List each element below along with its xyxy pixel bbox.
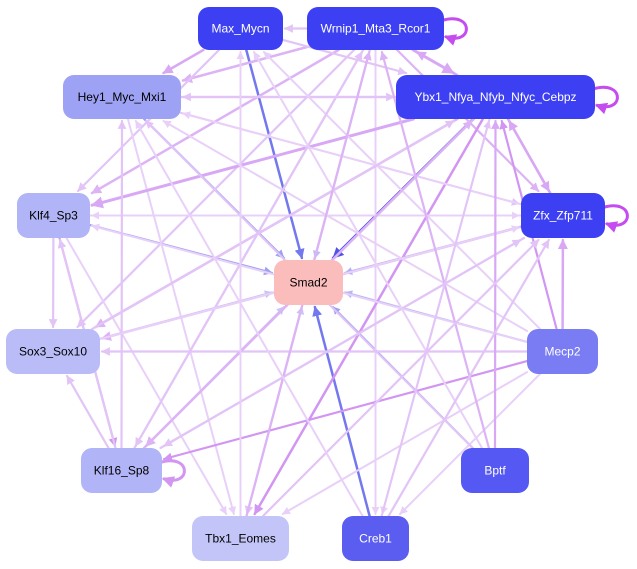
- edge-mecp2-to-tbx1: [281, 371, 528, 515]
- edge-mecp2-to-klf16: [162, 360, 529, 462]
- node-label: Sox3_Sox10: [19, 345, 87, 359]
- node-box: [521, 193, 605, 238]
- node-label: Klf4_Sp3: [29, 209, 78, 223]
- node-label: Creb1: [359, 532, 392, 546]
- node-label: Klf16_Sp8: [94, 464, 150, 478]
- edge-klf16-to-zfx: [159, 238, 522, 450]
- node-box: [274, 260, 343, 305]
- node-label: Smad2: [289, 276, 327, 290]
- edge-mecp2-to-hey1: [162, 120, 528, 332]
- node-tbx1[interactable]: Tbx1_Eomes: [192, 516, 289, 561]
- node-box: [461, 448, 529, 493]
- node-label: Mecp2: [544, 345, 580, 359]
- node-box: [307, 7, 444, 50]
- node-max_mycn[interactable]: Max_Mycn: [198, 7, 283, 50]
- self-loop-ybx1: [592, 85, 619, 115]
- node-box: [81, 448, 162, 493]
- node-box: [192, 516, 289, 561]
- node-box: [342, 516, 409, 561]
- edge-max_mycn-to-klf4: [76, 48, 221, 193]
- edge-zfx-to-hey1: [182, 111, 522, 206]
- self-loop-zfx: [602, 204, 629, 233]
- edge-mecp2-to-creb1: [399, 373, 541, 515]
- node-klf4[interactable]: Klf4_Sp3: [17, 193, 90, 238]
- node-bptf[interactable]: Bptf: [461, 448, 529, 493]
- edge-zfx-to-ybx1: [507, 119, 552, 195]
- node-zfx[interactable]: Zfx_Zfp711: [521, 193, 605, 238]
- edge-klf16-to-hey1: [117, 119, 127, 450]
- self-loops-layer: [159, 17, 629, 488]
- edge-creb1-to-zfx: [387, 238, 550, 518]
- node-label: Max_Mycn: [211, 22, 269, 36]
- node-box: [6, 329, 100, 374]
- edge-wrnip1-to-hey1: [181, 45, 309, 83]
- node-box: [198, 7, 283, 50]
- edge-bptf-to-wrnip1: [379, 50, 490, 450]
- node-label: Hey1_Myc_Mxi1: [78, 90, 167, 104]
- node-box: [63, 75, 181, 119]
- node-label: Ybx1_Nfya_Nfyb_Nfyc_Cebpz: [414, 90, 576, 104]
- node-klf16[interactable]: Klf16_Sp8: [81, 448, 162, 493]
- edge-klf16-to-wrnip1: [133, 50, 364, 450]
- node-smad2[interactable]: Smad2: [274, 260, 343, 305]
- edge-ybx1-to-wrnip1: [415, 50, 459, 77]
- edges-layer: [48, 24, 568, 518]
- node-hey1[interactable]: Hey1_Myc_Mxi1: [63, 75, 181, 119]
- node-creb1[interactable]: Creb1: [342, 516, 409, 561]
- edge-ybx1-to-klf4: [90, 117, 415, 209]
- edge-sox3-to-ybx1: [90, 119, 455, 331]
- edge-tbx1-to-zfx: [261, 238, 540, 518]
- edge-wrnip1-to-zfx: [396, 48, 540, 193]
- node-box: [396, 75, 595, 119]
- node-box: [17, 193, 90, 238]
- node-label: Zfx_Zfp711: [533, 209, 593, 223]
- node-wrnip1[interactable]: Wrnip1_Mta3_Rcor1: [307, 7, 444, 50]
- node-mecp2[interactable]: Mecp2: [527, 329, 598, 374]
- edge-max_mycn-to-smad2: [245, 48, 305, 260]
- edge-max_mycn-to-hey1: [162, 48, 205, 75]
- self-loop-wrnip1: [441, 17, 468, 46]
- self-loop-klf16: [159, 459, 186, 488]
- edge-creb1-to-hey1: [134, 120, 364, 517]
- node-ybx1[interactable]: Ybx1_Nfya_Nfyb_Nfyc_Cebpz: [396, 75, 595, 119]
- edge-klf16-to-sox3: [65, 374, 110, 450]
- node-label: Tbx1_Eomes: [205, 532, 276, 546]
- node-box: [527, 329, 598, 374]
- edge-ybx1-to-tbx1: [253, 117, 485, 516]
- edge-bptf-to-max_mycn: [253, 51, 483, 449]
- node-label: Wrnip1_Mta3_Rcor1: [321, 22, 431, 36]
- edge-klf4-to-tbx1: [65, 237, 228, 515]
- edge-creb1-to-ybx1: [380, 120, 491, 517]
- node-label: Bptf: [484, 464, 506, 478]
- node-sox3[interactable]: Sox3_Sox10: [6, 329, 100, 374]
